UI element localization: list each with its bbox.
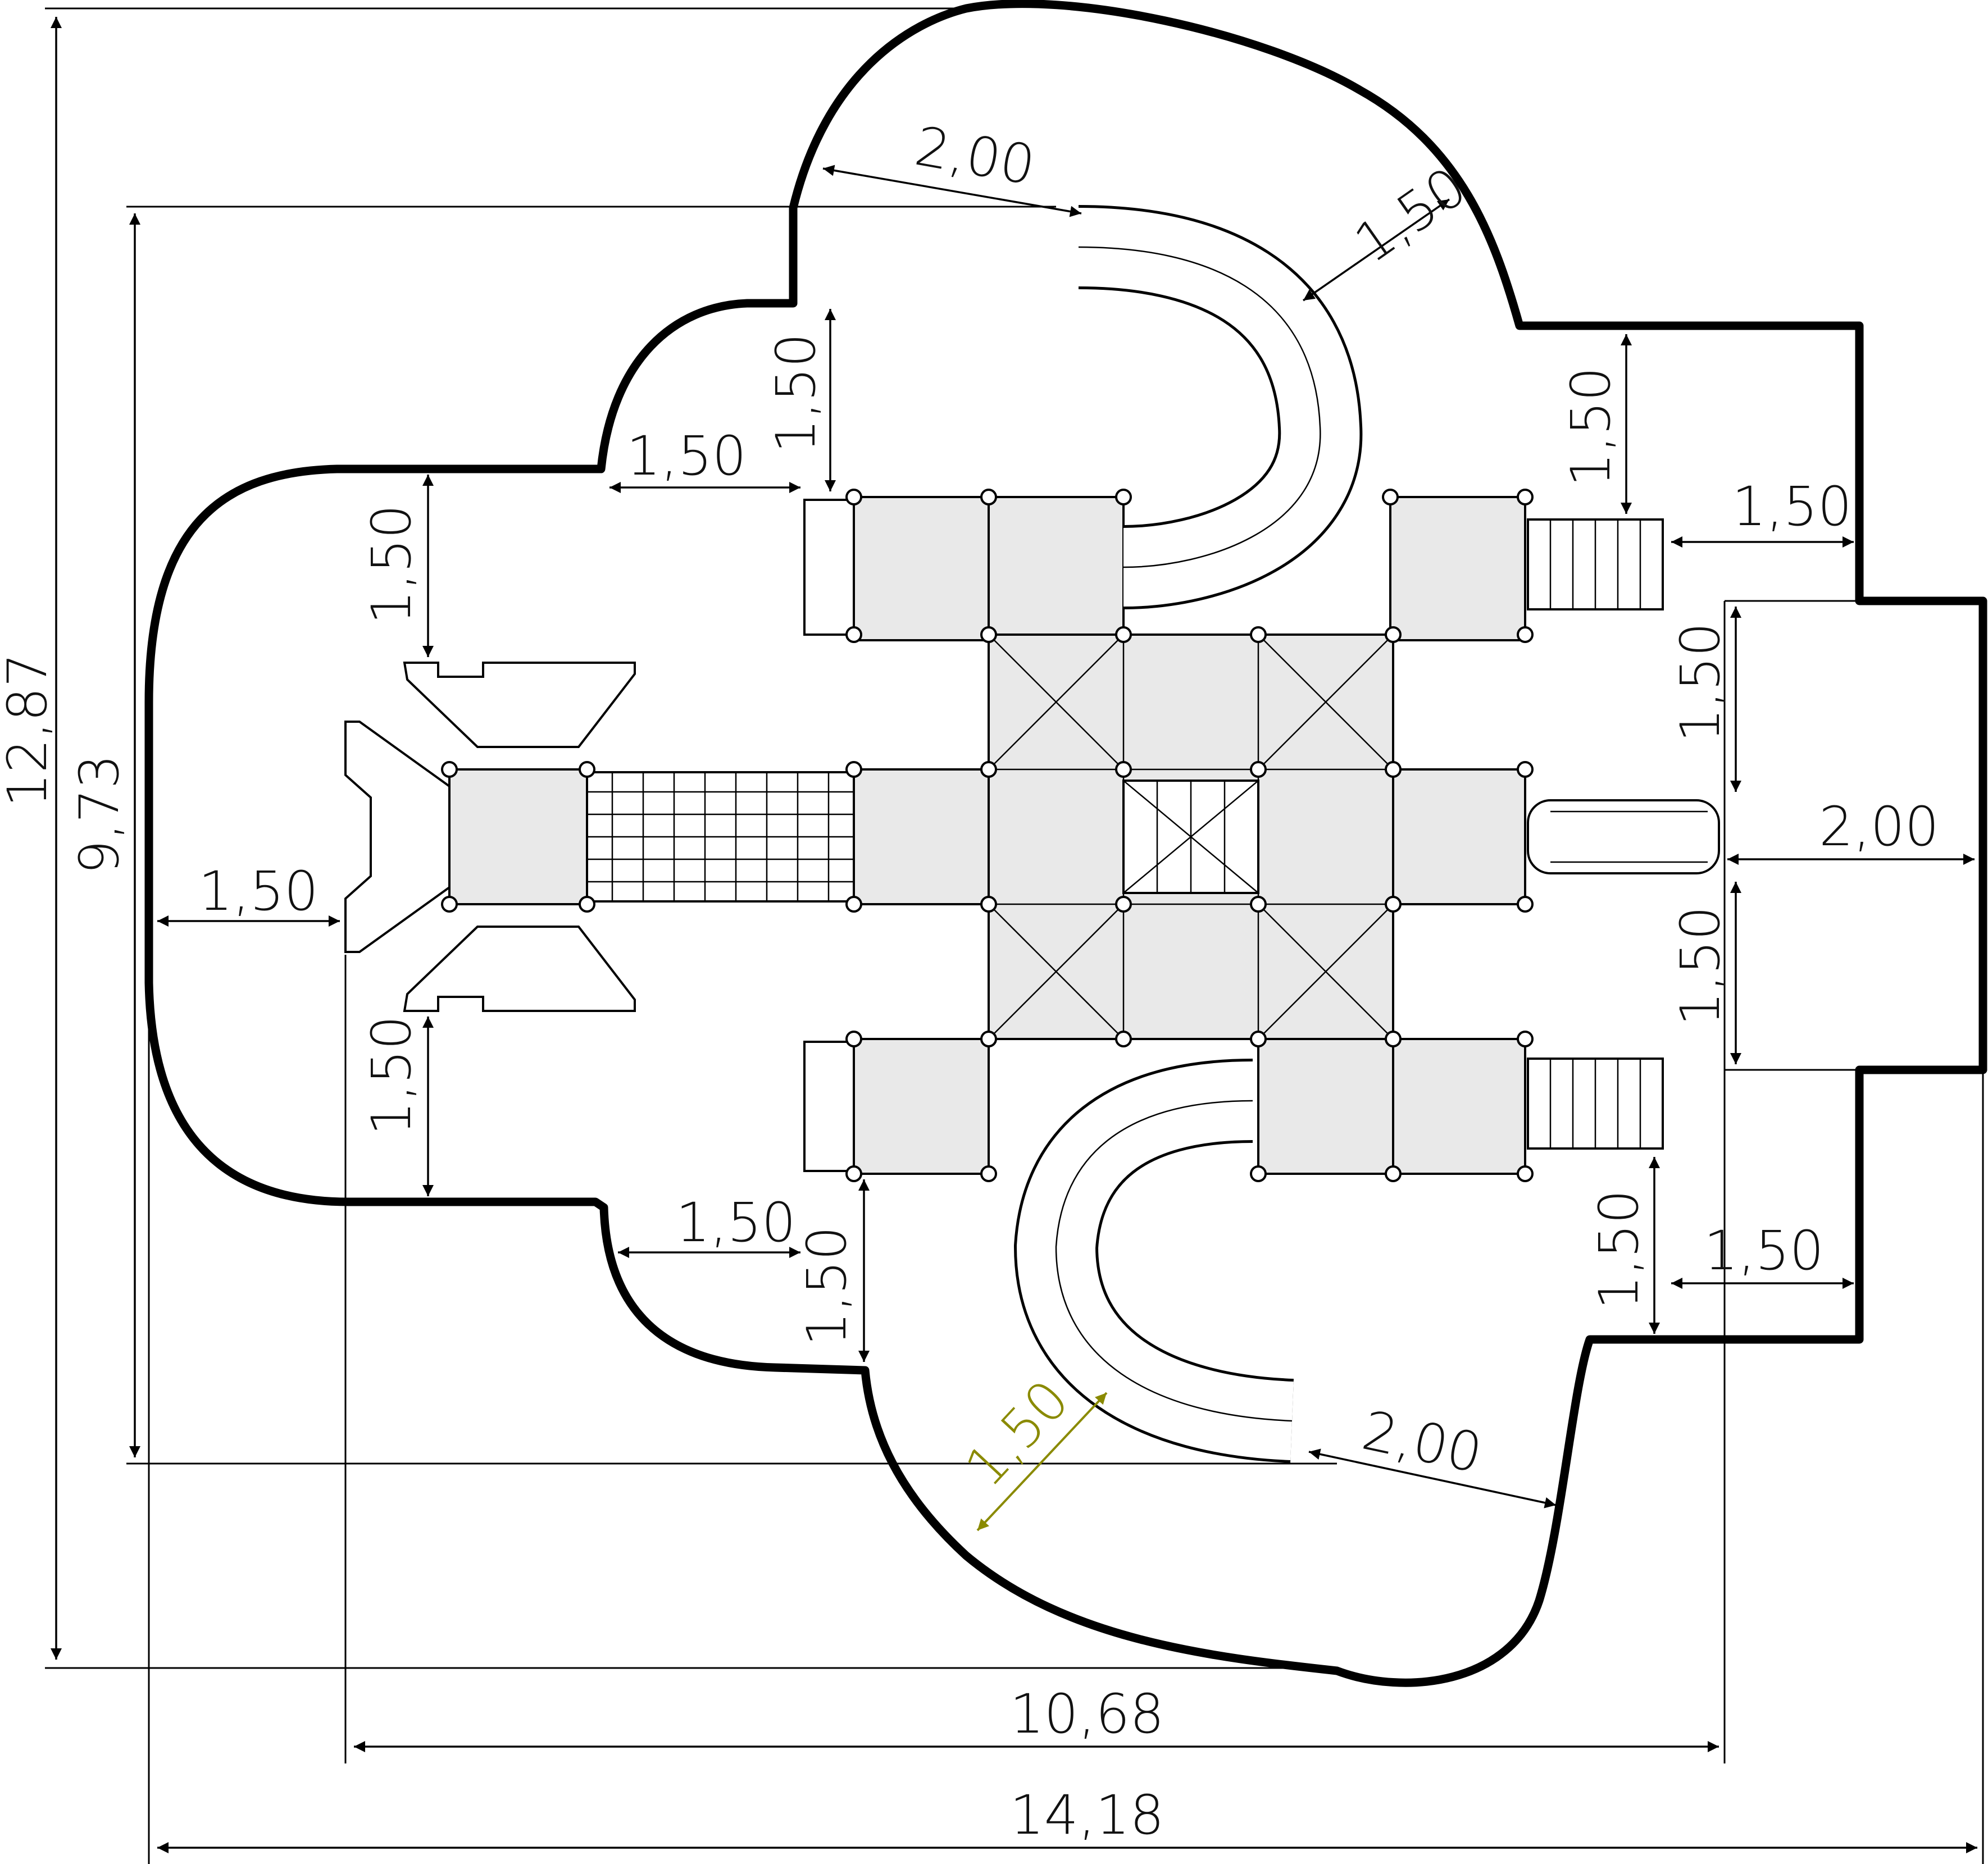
bottom-right-horizontal-label: 1,50 (1704, 1219, 1824, 1282)
posts (441, 489, 1534, 1182)
deck-platform (853, 496, 990, 641)
right-slide-label: 2,00 (1819, 795, 1939, 858)
climbing-block (403, 662, 636, 748)
deck-platform (988, 496, 1125, 641)
left-lower-vertical-label: 1,50 (360, 1015, 423, 1136)
left-upper-vertical-label: 1,50 (360, 504, 423, 625)
bottom-slide-side-label: 1,50 (953, 1368, 1081, 1499)
climbing-block (403, 926, 636, 1012)
right-lower-vertical-label: 1,50 (1669, 906, 1732, 1026)
left-side-label: 1,50 (198, 860, 319, 923)
top-slide-clearance-label: 2,00 (911, 115, 1040, 197)
top-left-horizontal-label: 1,50 (626, 425, 747, 487)
inner-width-label: 10,68 (1010, 1683, 1164, 1745)
deck-platform (1257, 1038, 1394, 1175)
right-upper-vertical-label: 1,50 (1669, 622, 1732, 742)
dim-top-slide-side (1303, 198, 1450, 302)
straight-slide (1527, 799, 1720, 874)
top-right-horizontal-label: 1,50 (1732, 475, 1852, 538)
top-left-vertical-label: 1,50 (765, 333, 827, 453)
deck-platform (853, 1038, 990, 1175)
dim-top-slide-clearance (822, 165, 1082, 217)
deck-platform (448, 768, 588, 905)
bottom-right-vertical-label: 1,50 (1587, 1190, 1650, 1310)
bottom-left-horizontal-label: 1,50 (676, 1191, 796, 1254)
safety-zone-boundary (144, 0, 1987, 1687)
climbing-block (344, 721, 451, 953)
deck-platform (853, 768, 990, 905)
dim-bottom-slide-clearance (1308, 1448, 1557, 1508)
bottom-slide-clearance-label: 2,00 (1357, 1399, 1487, 1485)
dim-bottom-slide-side (976, 1392, 1108, 1532)
overall-width-label: 14,18 (1010, 1784, 1164, 1847)
inner-height-label: 9,73 (68, 754, 131, 874)
deck-platform (1392, 768, 1526, 905)
deck-platform (1389, 496, 1526, 641)
extension-lines (45, 7, 1984, 1864)
deck-platform (1392, 1038, 1526, 1175)
dimension-labels: 12,87 9,73 14,18 10,68 2,00 1,50 1,50 1,… (0, 115, 1939, 1847)
dimension-lines (51, 16, 1977, 1853)
top-right-vertical-label: 1,50 (1559, 367, 1622, 487)
bottom-left-vertical-label: 1,50 (795, 1226, 858, 1346)
entry-step (803, 499, 855, 636)
entry-step (803, 1041, 855, 1172)
play-structure (344, 205, 1720, 1463)
overall-height-label: 12,87 (0, 653, 59, 808)
